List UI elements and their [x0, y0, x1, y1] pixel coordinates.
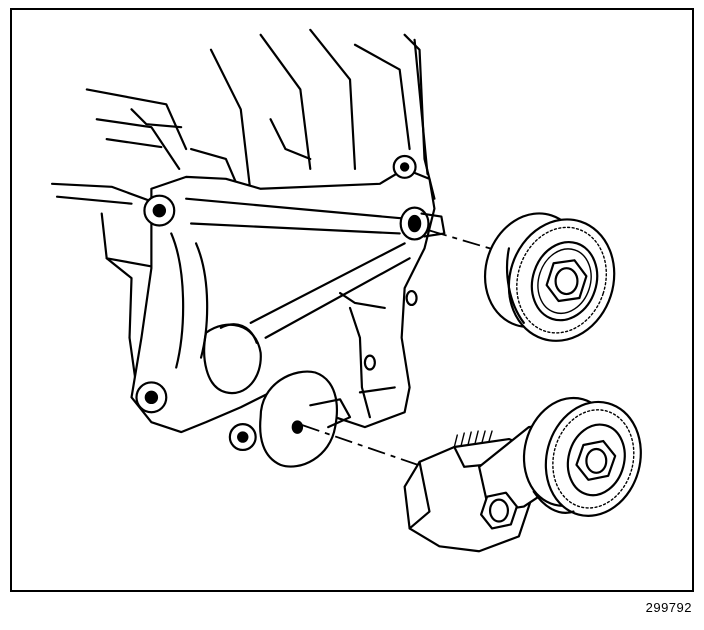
- belt-tensioner: [403, 396, 642, 553]
- exploded-view-drawing: [50, 28, 642, 553]
- engine-bracket: [130, 154, 446, 468]
- figure-number: 299792: [645, 600, 692, 615]
- tensioner-centerline: [302, 424, 430, 470]
- idler-pulley: [483, 212, 616, 342]
- diagram-frame: [10, 8, 694, 592]
